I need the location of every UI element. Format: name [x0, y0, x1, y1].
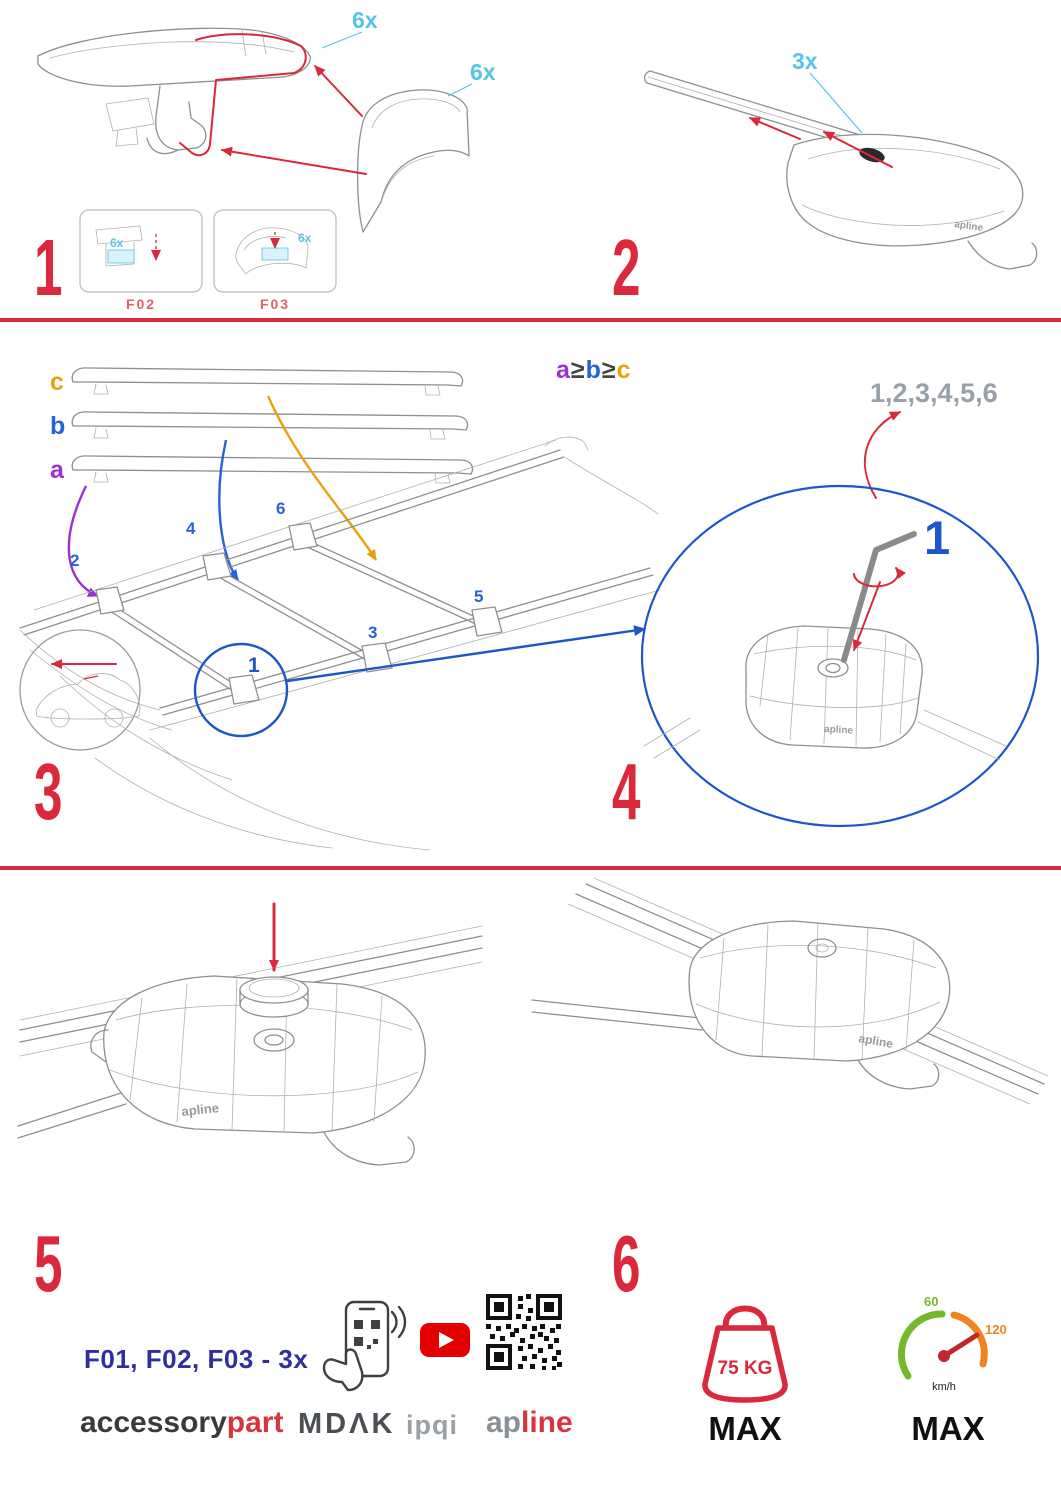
- bar-c-drawing: [71, 367, 464, 396]
- gauge-needle: [941, 1332, 980, 1359]
- logo-accessorypart: accessorypart: [80, 1408, 283, 1438]
- car-roof-drawing: [19, 436, 660, 851]
- speed-top-label: 120: [985, 1322, 1007, 1337]
- roof-crossbars-drawing: [95, 522, 503, 705]
- max-load-value: 75 KG: [718, 1358, 773, 1379]
- step5-knob-diagram: apline: [17, 902, 483, 1166]
- position-1-label: 1: [248, 654, 260, 677]
- position-6-label: 6: [276, 499, 285, 518]
- position-3-label: 3: [368, 623, 377, 642]
- position-4-label: 4: [186, 519, 196, 538]
- cover-piece-drawing: [356, 89, 470, 233]
- mounted-clamp-drawing: apline: [688, 920, 951, 1090]
- clamp-with-knob-drawing: apline: [90, 975, 426, 1166]
- step-5-number: 5: [34, 1219, 63, 1308]
- box1-qty-label: 6x: [110, 236, 124, 250]
- qty-cover-leader: [447, 83, 473, 97]
- part-box-f02: 6x F02: [79, 209, 203, 312]
- qr-code: [486, 1294, 562, 1370]
- step-4-number: 4: [612, 747, 641, 836]
- box1-code-label: F02: [126, 296, 156, 312]
- rule-b: b: [585, 356, 602, 384]
- cap-highlight-outline: [179, 33, 307, 157]
- qty-cover-label: 6x: [470, 59, 496, 85]
- box2-code-label: F03: [260, 296, 290, 312]
- logo-accessory-text: accessory: [80, 1406, 227, 1439]
- part-box-f03: 6x F03: [213, 209, 337, 312]
- brand-on-clamp: apline: [857, 1031, 894, 1051]
- step-3-number: 3: [34, 747, 63, 836]
- brand-on-clamp: apline: [181, 1100, 220, 1119]
- speed-unit-label: km/h: [932, 1381, 956, 1393]
- bar-b-label: b: [50, 412, 65, 440]
- logo-apline: apline: [486, 1408, 573, 1438]
- logo-line-text: line: [521, 1406, 573, 1439]
- position-2-label: 2: [70, 551, 79, 570]
- brand-on-clamp: apline: [824, 724, 854, 737]
- first-position-number: 1: [924, 511, 951, 564]
- section-divider-2: [0, 866, 1061, 870]
- arrow-a-to-front: [67, 485, 99, 598]
- scan-qr-phone-icon: [322, 1300, 407, 1392]
- step1-endcap-diagram: 6x 6x 6x F02 6x F03: [37, 7, 496, 312]
- arrow-to-detail-view: [286, 625, 646, 683]
- end-support-drawing: apline: [786, 133, 1038, 270]
- box2-qty-label: 6x: [298, 231, 312, 245]
- press-down-arrow: [852, 581, 881, 651]
- section-divider-1: [0, 318, 1061, 322]
- parts-quantity-note: F01, F02, F03 - 3x: [84, 1344, 309, 1374]
- mini-qr: [354, 1320, 380, 1349]
- bar-a-drawing: [71, 455, 474, 484]
- rule-ge-1: ≥: [570, 356, 586, 384]
- step3-roof-placement-diagram: c b a: [19, 367, 660, 851]
- arrow-b-to-middle: [218, 439, 239, 581]
- qty-3x-leader: [809, 72, 863, 134]
- step2-bar-insert-diagram: apline 3x: [643, 48, 1038, 270]
- step6-mounted-clamp-diagram: apline: [531, 877, 1049, 1105]
- arrow-slide-2: [749, 117, 801, 140]
- step-2-number: 2: [612, 223, 641, 312]
- logo-mdak: MDΛK: [298, 1408, 396, 1440]
- max-load-label: MAX: [708, 1410, 782, 1447]
- bar-a-label: a: [50, 456, 65, 484]
- qty-cap-leader: [321, 31, 363, 49]
- qty-cap-label: 6x: [352, 7, 378, 33]
- arrow-c-to-rear: [266, 395, 378, 561]
- rotation-arrow: [853, 567, 907, 588]
- brand-on-support: apline: [954, 219, 985, 234]
- length-rule-text: a≥b≥c: [556, 356, 632, 385]
- arrow-cover-to-foot: [221, 146, 367, 175]
- arrow-cover-to-cap: [314, 65, 363, 117]
- bar-c-label: c: [50, 368, 64, 396]
- arrow-slide-1: [823, 131, 893, 168]
- bar-b-drawing: [71, 411, 469, 440]
- sequence-arrow: [863, 411, 901, 499]
- car-orientation-inset: [19, 629, 141, 751]
- max-speed-label: MAX: [911, 1410, 985, 1447]
- logo-part-text: part: [226, 1406, 284, 1439]
- rule-a: a: [556, 356, 571, 384]
- allen-key-drawing: [841, 531, 917, 663]
- step4-tightening-detail-diagram: apline: [640, 484, 1040, 828]
- max-speed-gauge-icon: 60 120 km/h: [897, 1294, 1007, 1393]
- position-1-highlight-circle: [193, 642, 289, 738]
- step-1-number: 1: [34, 223, 63, 312]
- logo-ipqi: ipqi: [406, 1410, 458, 1440]
- roof-bar-end-drawing: [37, 27, 311, 155]
- step-6-number: 6: [612, 1219, 641, 1308]
- speed-min-label: 60: [924, 1294, 938, 1309]
- rule-ge-2: ≥: [601, 356, 617, 384]
- tightening-sequence-text: 1,2,3,4,5,6: [870, 378, 998, 408]
- detail-view-circle: [640, 484, 1040, 828]
- qty-3x-label: 3x: [792, 48, 818, 74]
- logo-ap-text: ap: [486, 1406, 522, 1439]
- youtube-icon: [420, 1323, 470, 1357]
- max-load-weight-icon: 75 KG: [702, 1305, 788, 1403]
- clamp-detail-drawing: apline: [643, 625, 1007, 761]
- position-5-label: 5: [474, 587, 483, 606]
- rule-c: c: [616, 356, 632, 384]
